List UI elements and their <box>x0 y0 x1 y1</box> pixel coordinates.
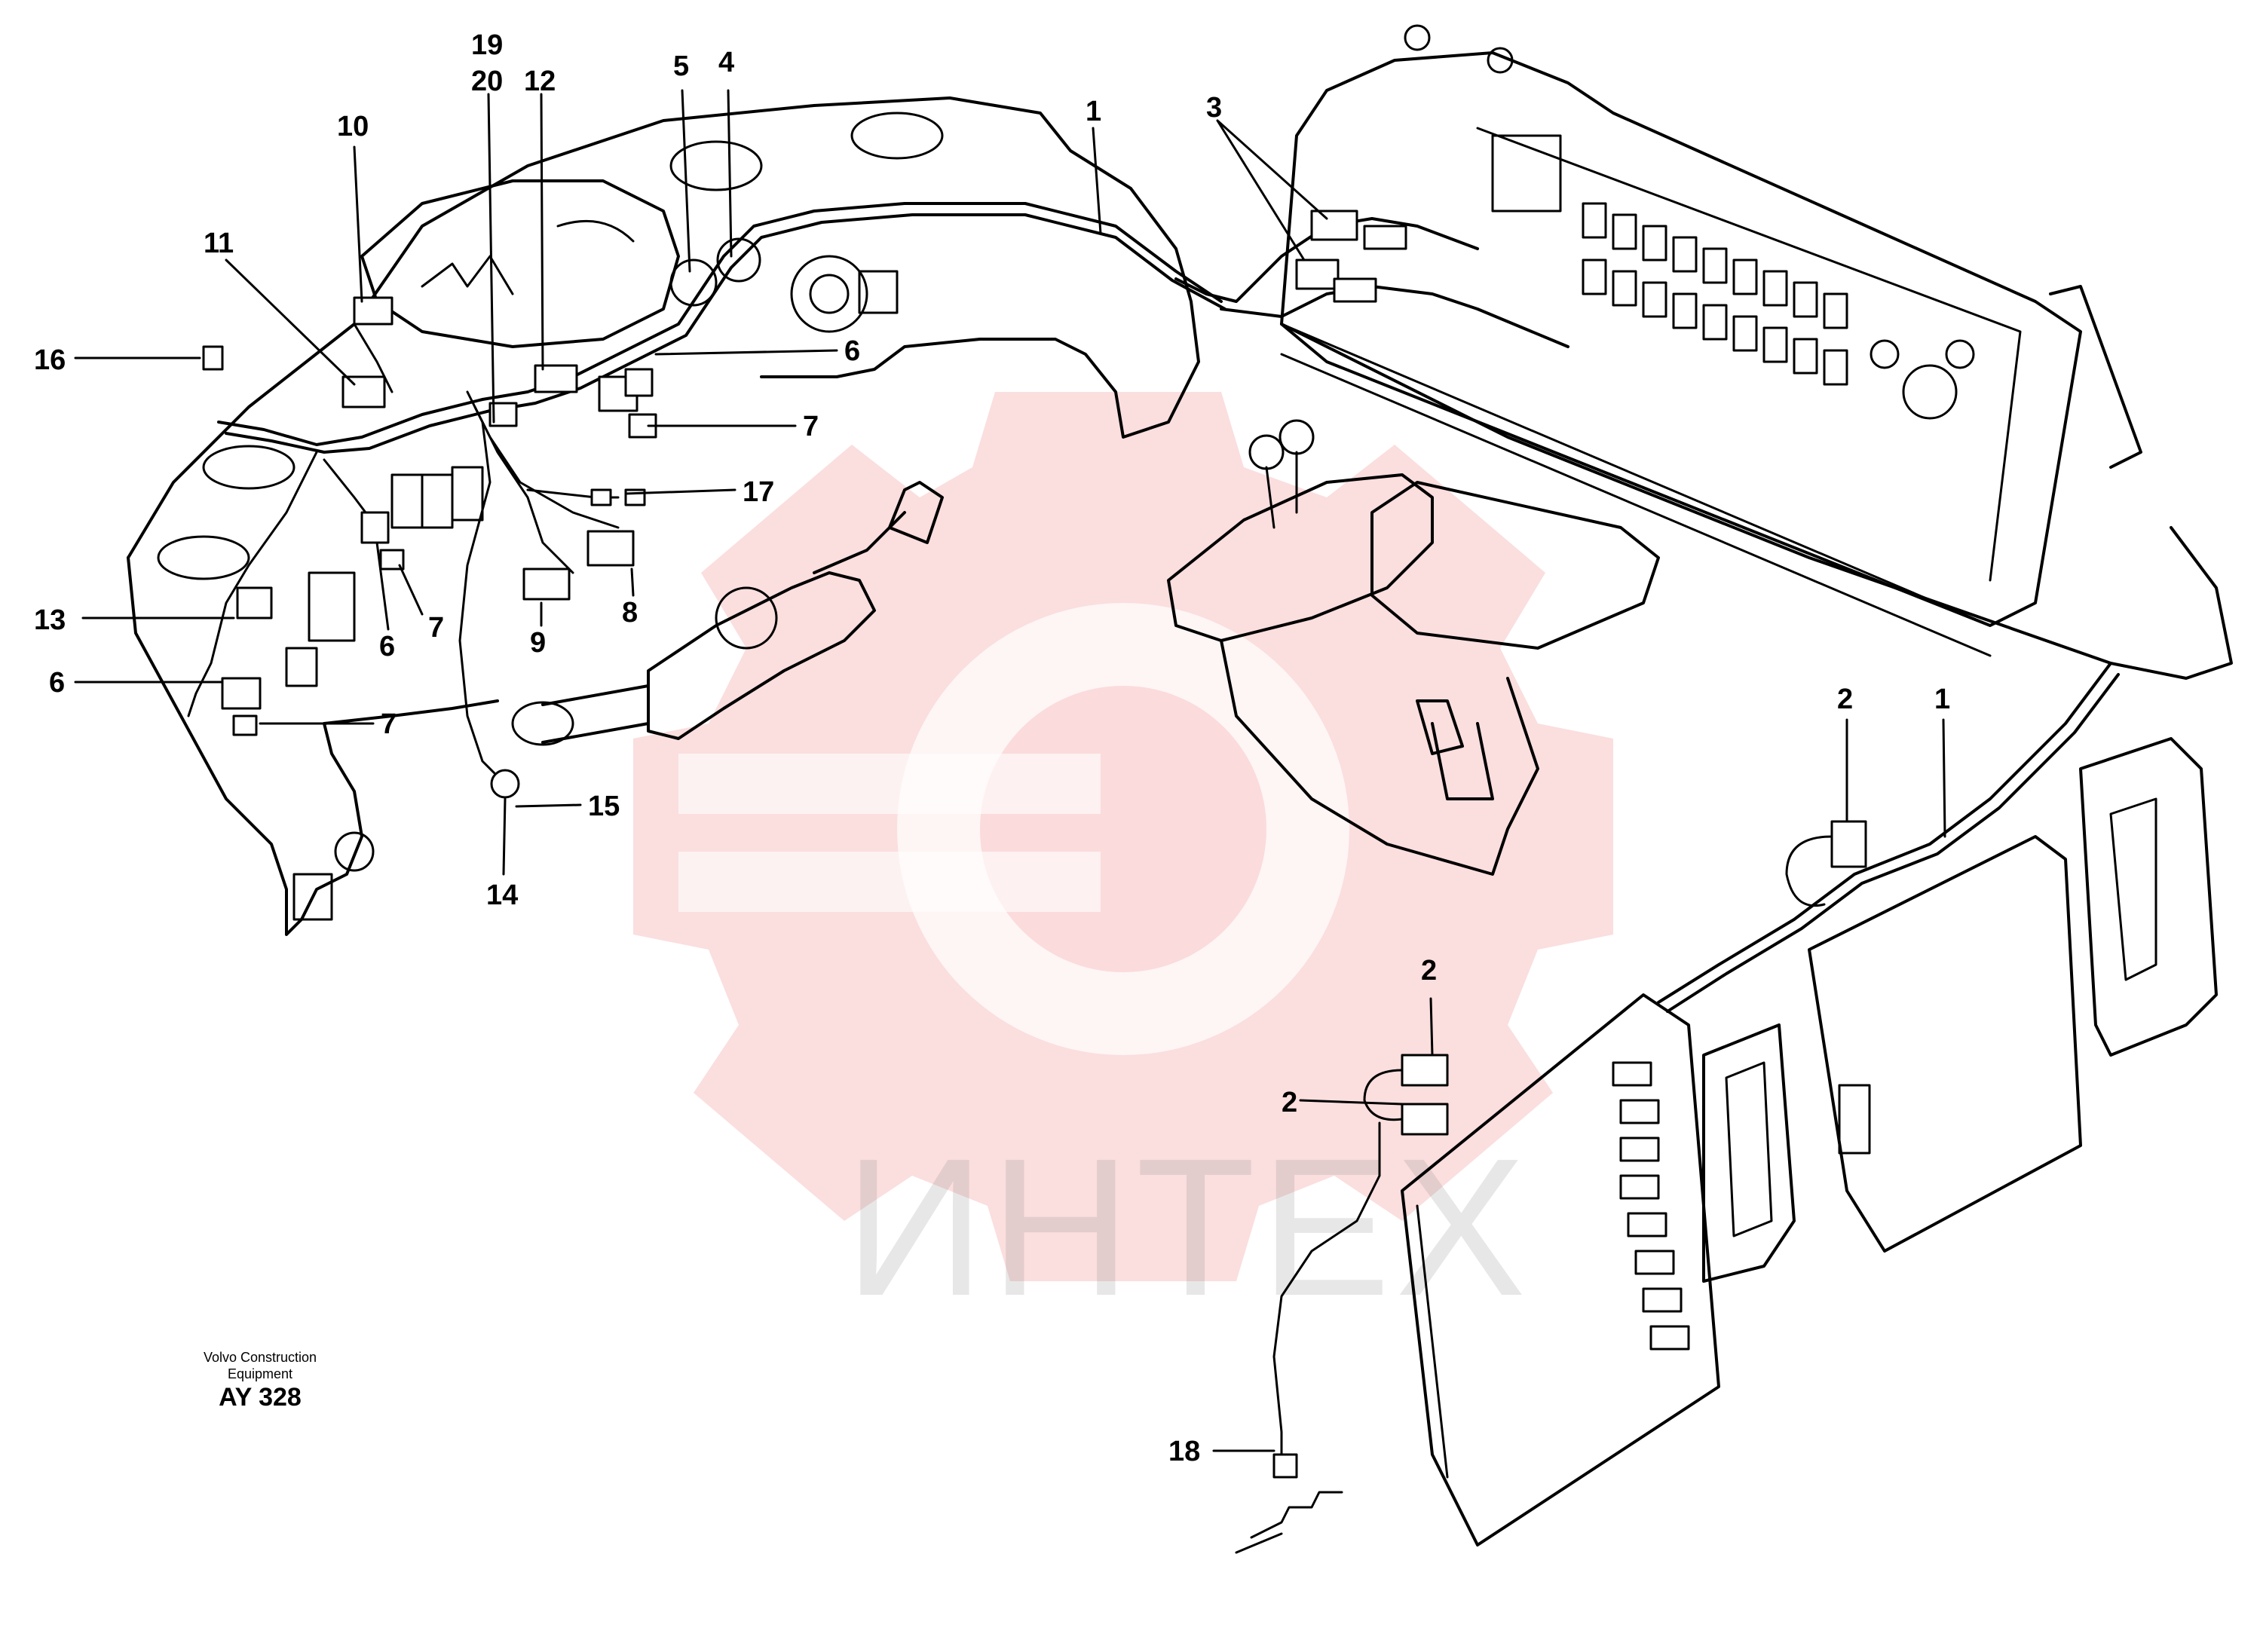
manufacturer-line-1: Volvo Construction <box>203 1350 317 1365</box>
callout-2-right: 2 <box>1837 684 1853 715</box>
seat-console <box>1167 419 1660 876</box>
callout-1-top: 1 <box>1086 96 1101 127</box>
panel-switches <box>1582 202 1848 386</box>
dashboard-shell <box>127 96 1200 936</box>
callout-7-mid: 7 <box>428 612 444 644</box>
callout-3: 3 <box>1206 92 1222 124</box>
callout-5: 5 <box>673 50 689 82</box>
steering-column <box>511 481 944 746</box>
figure-code: AY 328 <box>219 1383 302 1412</box>
manufacturer-caption: Volvo Construction Equipment <box>166 1349 354 1382</box>
callout-11: 11 <box>204 228 234 259</box>
main-harness-wires <box>187 202 1226 785</box>
callout-9: 9 <box>530 627 546 659</box>
control-units <box>1401 737 2218 1546</box>
callout-7-upper: 7 <box>803 411 819 442</box>
callout-19: 19 <box>471 29 503 61</box>
connectors-2 <box>1272 820 1867 1456</box>
callout-10: 10 <box>337 111 369 142</box>
callout-15: 15 <box>588 791 620 822</box>
callout-7-lower: 7 <box>381 708 397 740</box>
callout-6-lower: 6 <box>49 667 65 699</box>
callout-leaders <box>74 89 1946 1452</box>
callout-labels: 19 20 12 5 4 1 3 10 11 16 6 7 17 8 9 13 … <box>34 29 1950 1467</box>
callout-2-middle: 2 <box>1421 955 1437 987</box>
component-18 <box>1235 1453 1343 1554</box>
callout-2-lower: 2 <box>1282 1087 1297 1118</box>
callout-6-upper: 6 <box>844 335 860 367</box>
callout-16: 16 <box>34 344 66 376</box>
watermark-text: ИНТЕХ <box>844 1118 1531 1337</box>
right-switch-panel <box>1280 24 2142 657</box>
callout-17: 17 <box>743 476 774 508</box>
callout-6-mid: 6 <box>379 631 395 662</box>
callout-14: 14 <box>486 880 518 911</box>
callout-8: 8 <box>622 597 638 629</box>
callout-4: 4 <box>718 47 734 78</box>
dashboard-connectors <box>202 237 761 799</box>
callout-13: 13 <box>34 604 66 636</box>
callout-12: 12 <box>524 66 556 97</box>
callout-20: 20 <box>471 66 503 97</box>
callout-1-right: 1 <box>1934 684 1950 715</box>
callout-18: 18 <box>1168 1436 1200 1467</box>
manufacturer-line-2: Equipment <box>227 1366 293 1381</box>
connectors-3 <box>1295 210 1407 303</box>
